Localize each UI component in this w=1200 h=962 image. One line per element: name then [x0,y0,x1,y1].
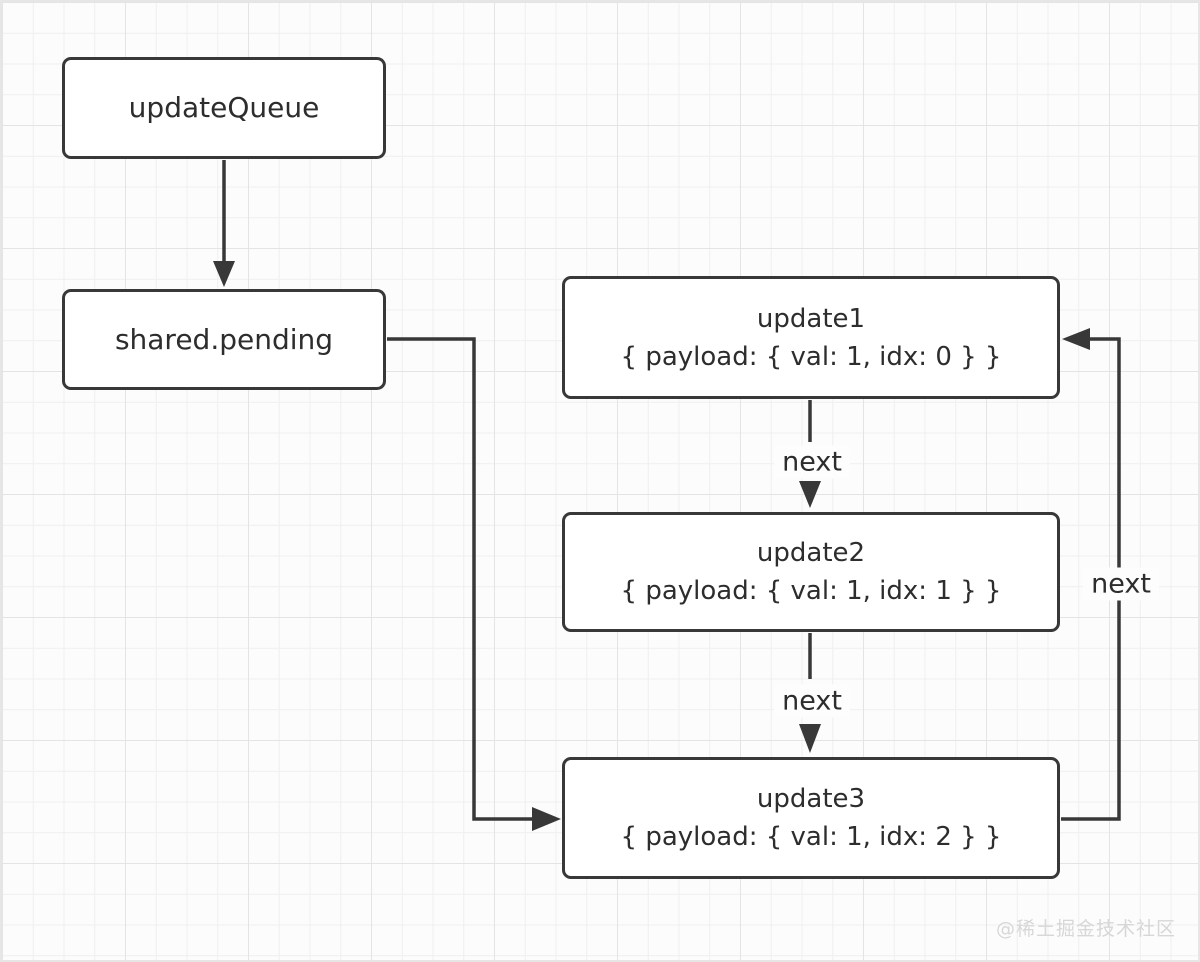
node-update2-payload: { payload: { val: 1, idx: 1 } } [620,576,1002,606]
arrowhead-down-icon [799,724,821,753]
node-update-queue-label: updateQueue [128,91,320,124]
edge-label-next-loop: next [1083,567,1159,601]
arrowhead-down-icon [213,261,235,287]
node-update-queue: updateQueue [62,57,386,159]
arrow-sharedpending-to-update3 [387,337,561,831]
arrowhead-right-icon [532,807,561,831]
node-update1-title: update1 [756,303,866,334]
node-shared-pending-label: shared.pending [114,322,334,356]
node-update1-payload: { payload: { val: 1, idx: 0 } } [620,341,1002,372]
node-update2-title: update2 [756,538,866,568]
node-update3-payload: { payload: { val: 1, idx: 2 } } [620,822,1002,852]
node-update1: update1 { payload: { val: 1, idx: 0 } } [562,276,1060,399]
edge-label-next-1: next [774,445,850,479]
edge-label-next-2: next [774,684,850,718]
arrowhead-down-icon [799,481,821,508]
node-update3: update3 { payload: { val: 1, idx: 2 } } [562,757,1060,879]
node-update3-title: update3 [756,784,866,814]
node-update2: update2 { payload: { val: 1, idx: 1 } } [562,512,1060,632]
watermark: @稀土掘金技术社区 [995,918,1176,940]
arrow-updatequeue-to-sharedpending [213,160,235,287]
arrowhead-left-icon [1062,328,1090,350]
node-shared-pending: shared.pending [62,289,386,390]
